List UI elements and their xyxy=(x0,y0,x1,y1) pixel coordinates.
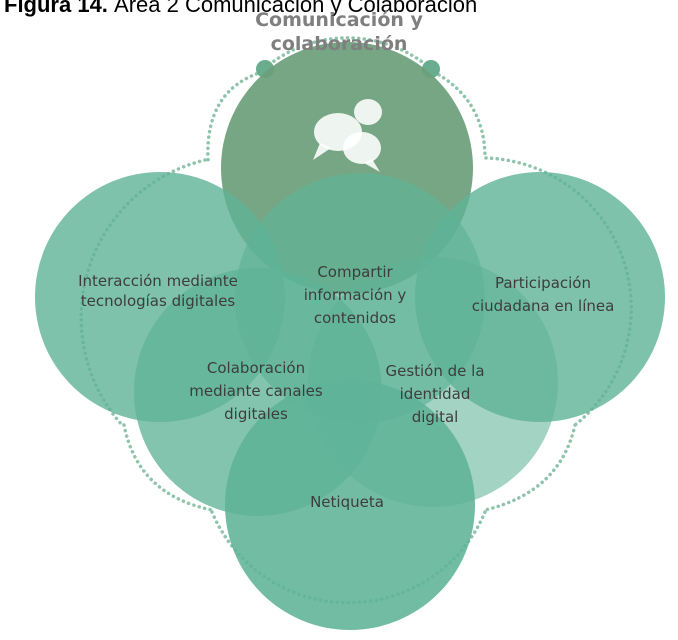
dotted-arc-bottom-left xyxy=(122,423,214,512)
chat-bubbles-icon xyxy=(313,99,382,172)
area-compartir-line3: contenidos xyxy=(314,309,396,327)
dotted-arc-top-right xyxy=(432,70,487,160)
diagram-title-line1: Comunicación y xyxy=(255,9,423,31)
area-interaccion-label: Interacción mediante tecnologías digital… xyxy=(78,272,238,310)
dotted-arc-bottom-right xyxy=(483,423,577,512)
circles xyxy=(35,42,665,630)
area-netiqueta-line1: Netiqueta xyxy=(310,493,384,511)
area-colaboracion-line3: digitales xyxy=(224,405,288,423)
dotted-arc-top-left xyxy=(206,70,264,162)
area-participacion-line1: Participación xyxy=(495,274,591,292)
area-colaboracion-line1: Colaboración xyxy=(207,359,305,377)
area-participacion-line2: ciudadana en línea xyxy=(472,297,615,315)
diagram-title: Comunicación y colaboración xyxy=(0,8,678,56)
area-gestion-line3: digital xyxy=(412,408,459,426)
circle-netiqueta xyxy=(225,380,475,630)
figure-caption: Figura 14. Área 2 Comunicación y Colabor… xyxy=(4,0,477,18)
area-gestion-line2: identidad xyxy=(400,385,471,403)
area-netiqueta-label: Netiqueta xyxy=(310,493,384,511)
area-participacion-label: Participación ciudadana en línea xyxy=(472,274,615,315)
diagram-title-line2: colaboración xyxy=(270,33,408,55)
area-interaccion-line2: tecnologías digitales xyxy=(81,292,236,310)
area-colaboracion-line2: mediante canales xyxy=(189,382,323,400)
area-compartir-line2: información y xyxy=(304,286,407,304)
area-colaboracion-label: Colaboración mediante canales digitales xyxy=(189,359,323,423)
area-gestion-line1: Gestión de la xyxy=(385,362,484,380)
area-interaccion-line1: Interacción mediante xyxy=(78,272,238,290)
area-compartir-line1: Compartir xyxy=(317,263,393,281)
area-gestion-label: Gestión de la identidad digital xyxy=(385,362,484,426)
figure-caption-text: Área 2 Comunicación y Colaboración xyxy=(107,0,478,17)
dotted-arc-top xyxy=(263,36,432,70)
figure-caption-label: Figura 14. xyxy=(4,0,108,17)
area-compartir-label: Compartir información y contenidos xyxy=(304,263,407,327)
